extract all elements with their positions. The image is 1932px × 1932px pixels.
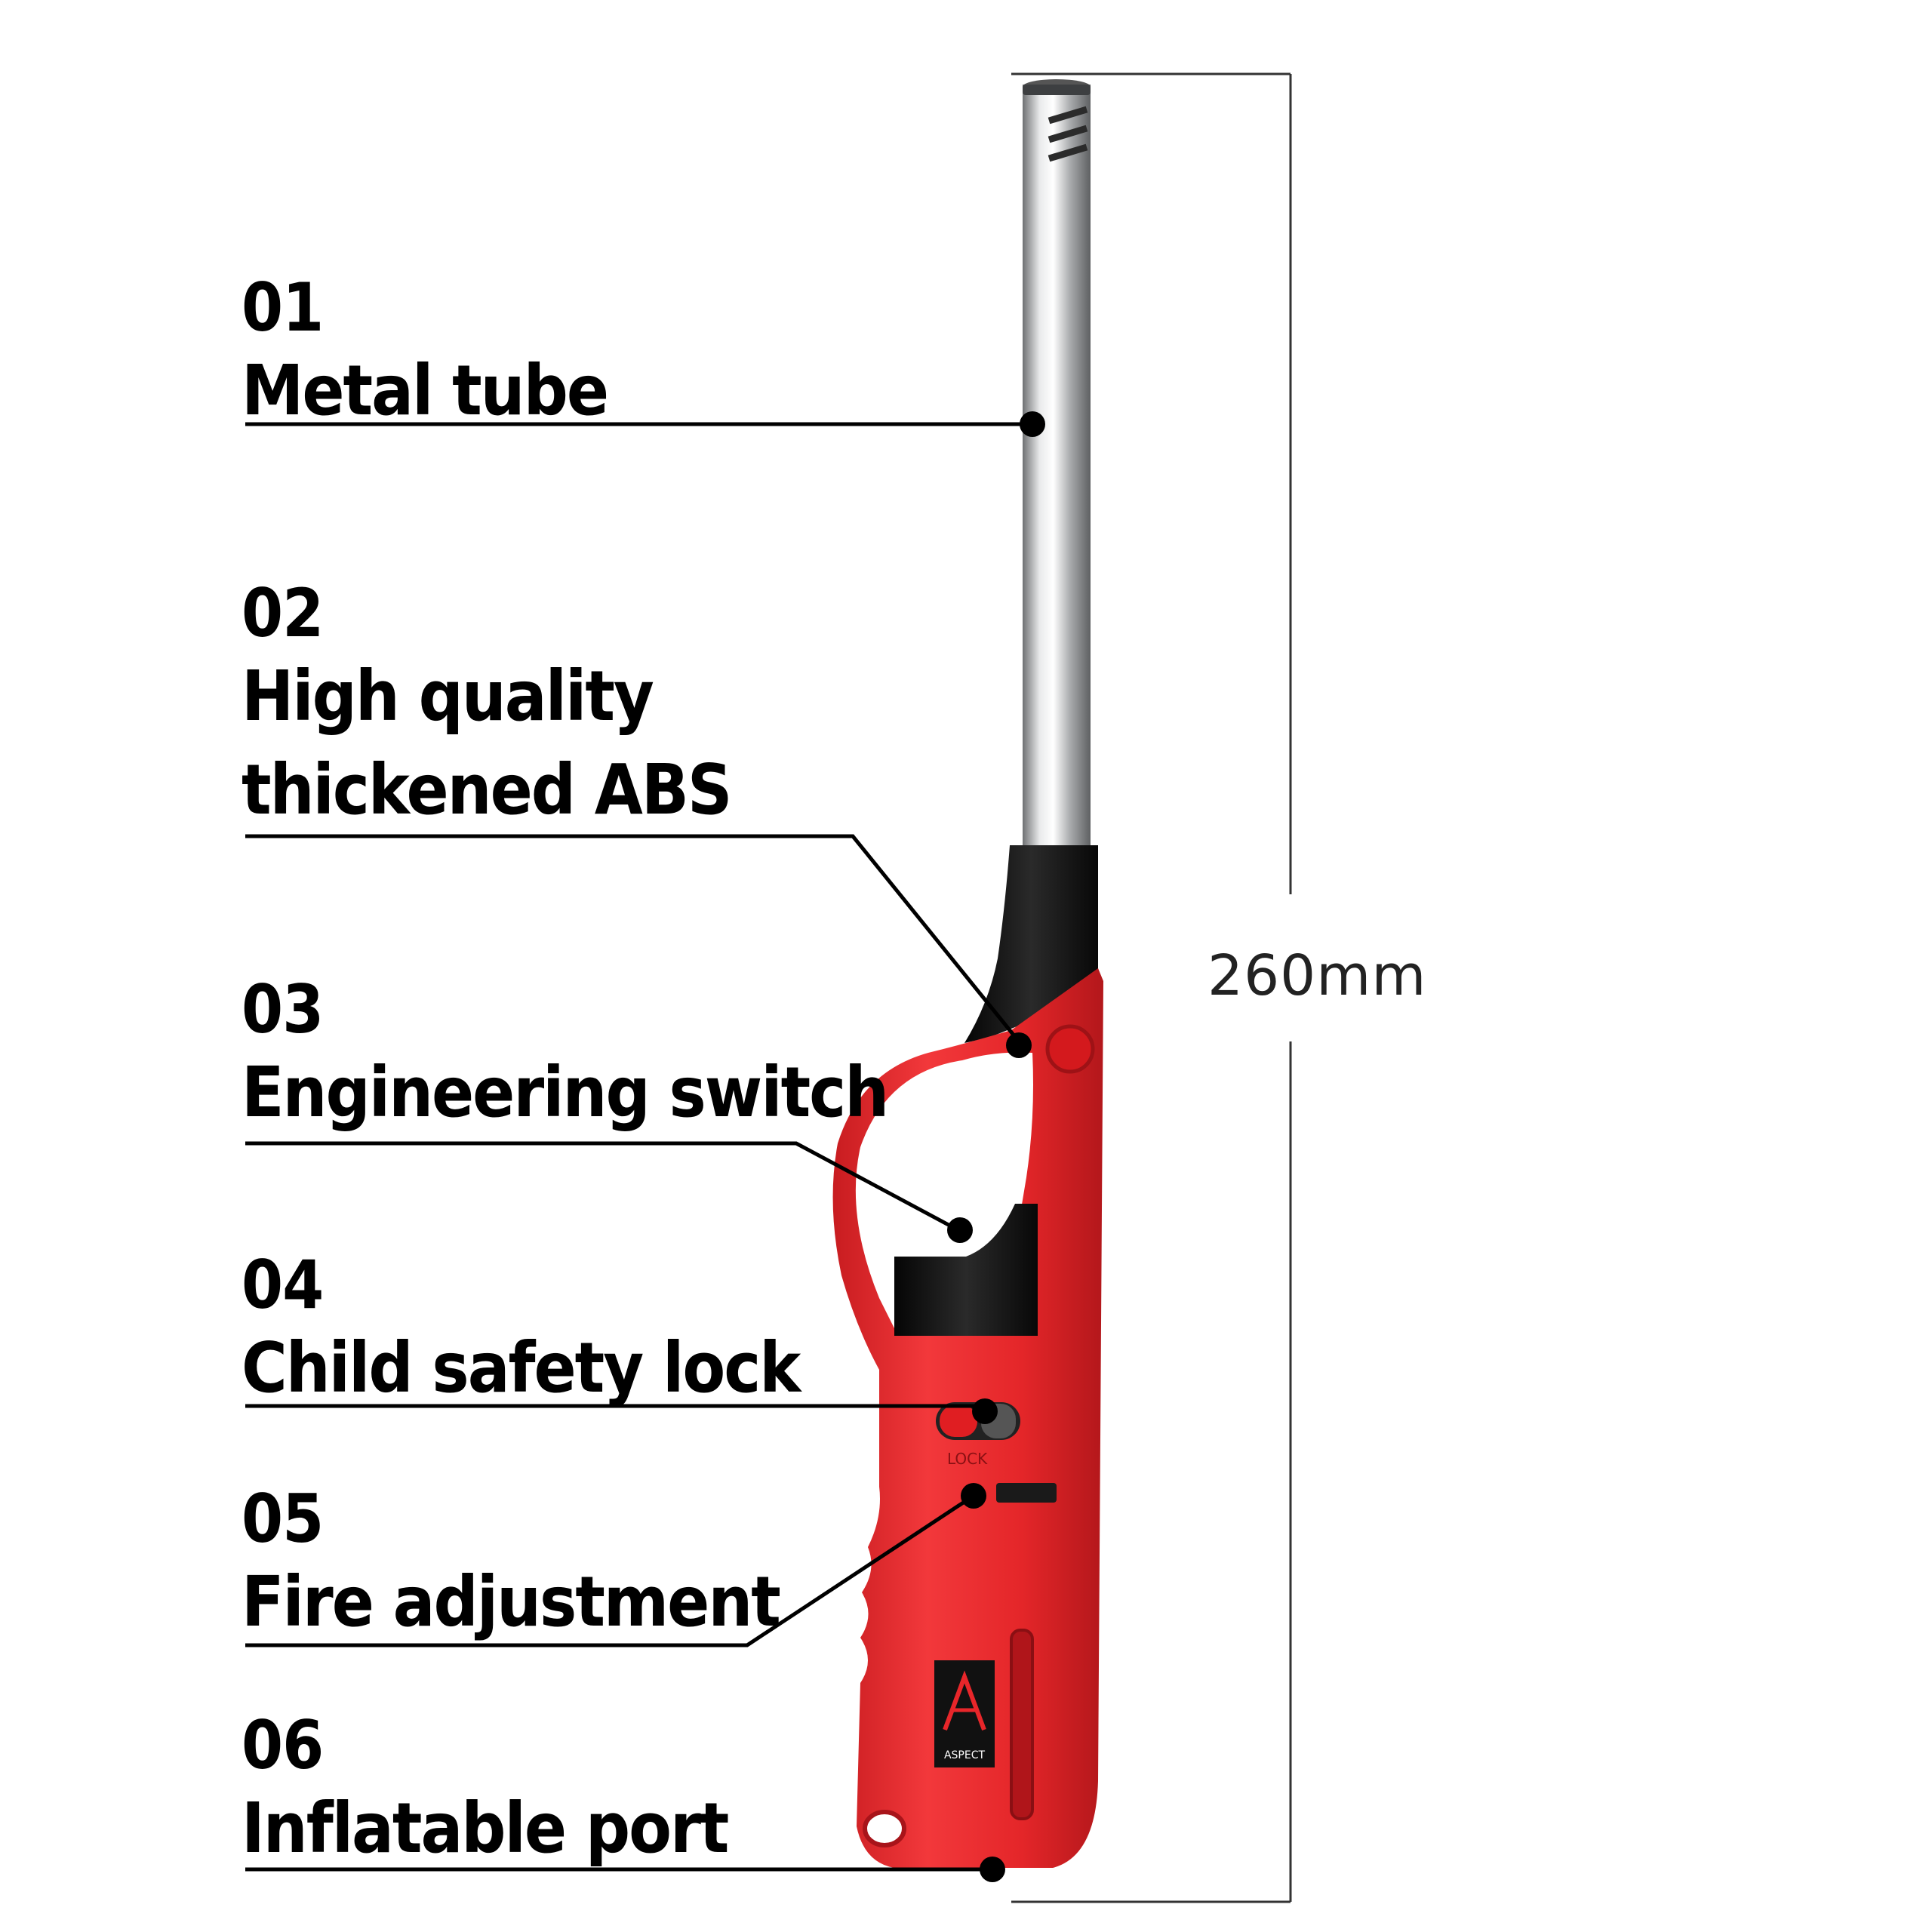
callout-01-text: Metal tube [242, 350, 609, 431]
dimension-label: 260mm [1208, 943, 1427, 1008]
dimension-line [1011, 72, 1292, 1903]
gas-window-slot [1010, 1629, 1034, 1820]
callout-05-text: Fire adjustment [242, 1561, 781, 1642]
leader-lines [245, 422, 1032, 1872]
callout-03: 03 Engineering switch [242, 971, 889, 1140]
callout-03-text: Engineering switch [242, 1052, 889, 1133]
leader-dots [947, 411, 1045, 1882]
callout-05: 05 Fire adjustment [242, 1480, 781, 1649]
metal-tube [1023, 79, 1091, 847]
lock-marking: LOCK [947, 1450, 988, 1468]
callout-02-text-line1: High quality [242, 656, 654, 737]
trigger [894, 1204, 1038, 1336]
brand-logo: ASPECT [934, 1660, 995, 1767]
callout-01: 01 Metal tube [242, 269, 609, 438]
callout-06-text: Inflatable port [242, 1788, 729, 1869]
leader-02 [245, 834, 1020, 1043]
callout-04: 04 Child safety lock [242, 1246, 801, 1415]
pivot-ring [1045, 1024, 1095, 1074]
callout-06-number: 06 [242, 1706, 324, 1784]
callout-04-number: 04 [242, 1246, 324, 1324]
tube-vent-slots [1048, 106, 1088, 162]
leader-03 [245, 1141, 960, 1232]
callout-04-text: Child safety lock [242, 1327, 801, 1408]
fire-adjust-slot [996, 1483, 1057, 1503]
leader-05 [245, 1494, 975, 1647]
callout-02-text-line2: thickened ABS [242, 749, 733, 830]
callout-02-number: 02 [242, 574, 324, 652]
callout-02: 02 High quality thickened ABS [242, 574, 733, 837]
inflatable-port-hole [863, 1810, 906, 1847]
callout-03-number: 03 [242, 971, 324, 1048]
callout-01-number: 01 [242, 269, 324, 346]
brand-logo-text: ASPECT [944, 1749, 986, 1761]
callout-05-number: 05 [242, 1480, 324, 1558]
callout-06: 06 Inflatable port [242, 1706, 729, 1875]
